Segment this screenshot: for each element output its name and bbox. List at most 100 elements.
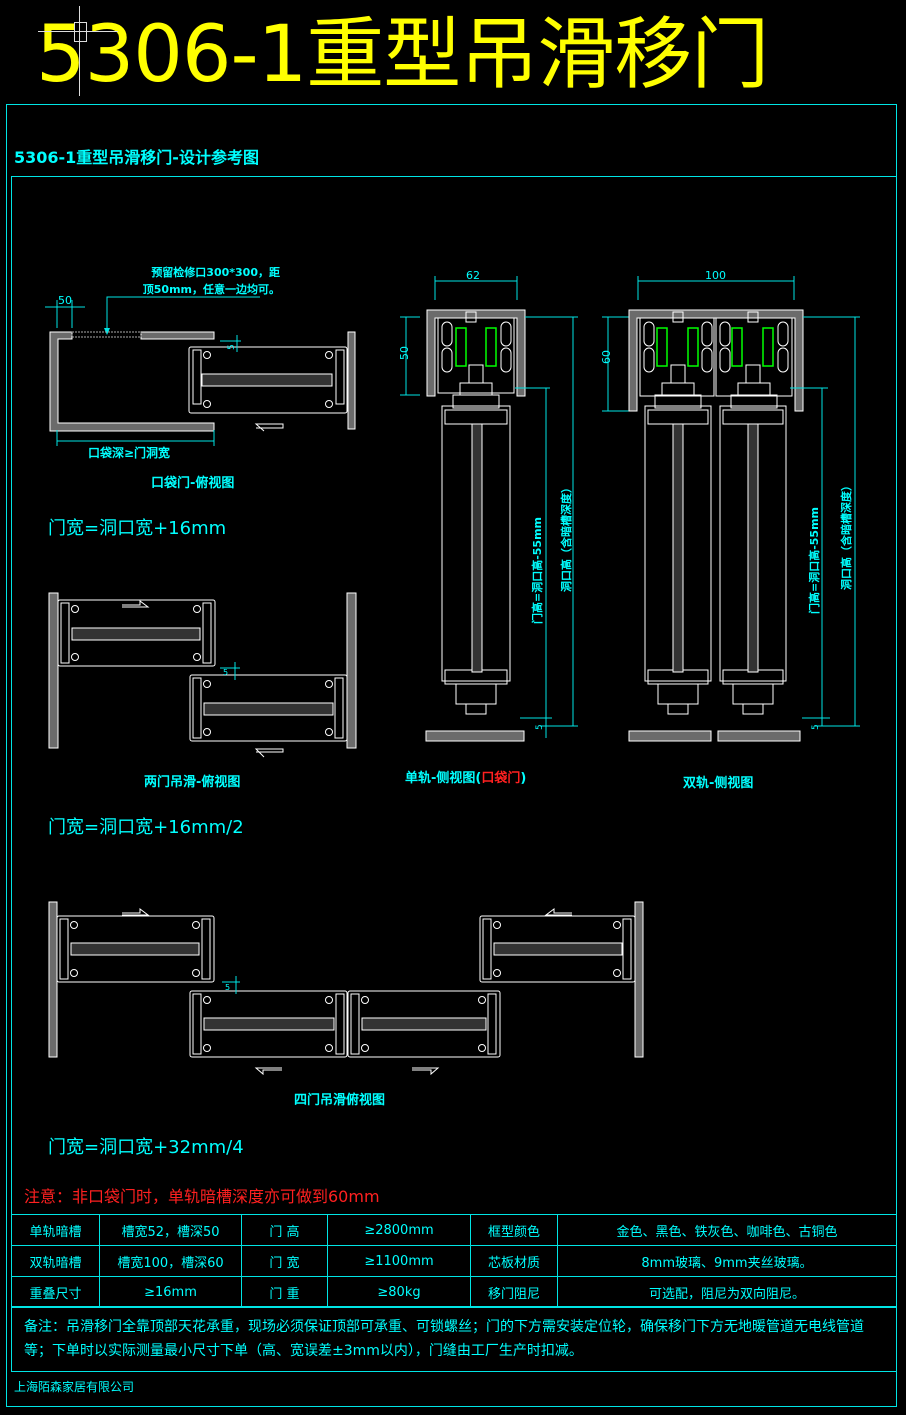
door-leaf-side [441,405,511,715]
track-channel [628,309,804,412]
dim-door-height [515,387,550,738]
dim-100-label: 100 [705,269,726,282]
cell-label: 框型颜色 [470,1214,558,1246]
door-leaf-2 [719,405,787,715]
wall-jamb [347,331,356,430]
roller-wheels [455,327,497,367]
table-row: 单轨暗槽 槽宽52，槽深50 门 高 ≥2800mm 框型颜色 金色、黑色、铁灰… [11,1214,897,1246]
wall-right [634,901,644,1058]
inspection-opening [71,331,142,338]
door-panel-1 [56,915,215,983]
pocket-view-caption: 口袋门-俯视图 [151,476,235,491]
dim-62 [434,276,518,300]
table-row: 重叠尺寸 ≥16mm 门 重 ≥80kg 移门阻尼 可选配，阻尼为双向阻尼。 [11,1276,897,1308]
dim-gap-label: 5 [227,344,237,350]
dim-opening-height [803,316,860,727]
dim-50 [400,316,420,396]
four-door-caption: 四门吊滑俯视图 [294,1093,386,1108]
main-title: 5306-1重型吊滑移门 [36,10,769,100]
formula-two-door: 门宽=洞口宽+16mm/2 [48,817,244,838]
dim-gap [220,335,241,352]
door-panel-4 [479,915,636,983]
cell-label: 双轨暗槽 [11,1245,100,1277]
four-door-top-view: 5 [48,901,644,1076]
crosshair-cursor-h [38,31,118,32]
floor-guide [425,730,525,742]
cell-label: 门 高 [241,1214,328,1246]
cell-value: 金色、黑色、铁灰色、咖啡色、古铜色 [557,1214,897,1246]
dim-gap [222,976,240,994]
dim-gap-label: 5 [223,668,228,677]
formula-four-door: 门宽=洞口宽+32mm/4 [48,1137,244,1158]
cell-label: 重叠尺寸 [11,1276,100,1308]
note-leader [106,296,260,333]
cell-label: 单轨暗槽 [11,1214,100,1246]
arrow-right-icon [122,908,150,916]
single-rail-caption: 单轨-侧视图(口袋门) [405,767,526,786]
cell-value: 可选配，阻尼为双向阻尼。 [557,1276,897,1308]
note-line-1: 预留检修口300*300，距 [151,266,280,279]
dim-depth-label: 口袋深≥门洞宽 [88,446,171,460]
hanger-profile [437,311,515,409]
two-door-top-view: 5 [48,592,357,758]
door-panel-upper [57,599,216,667]
double-rail-side-view: 100 60 5 [600,269,860,742]
arrow-left-icon [254,748,284,758]
door-panel-3 [347,990,501,1058]
cell-value: ≥80kg [327,1276,471,1308]
dim-opening-height [525,316,578,727]
drawing-subtitle: 5306-1重型吊滑移门-设计参考图 [14,148,259,167]
dim-5-label: 5 [535,724,545,730]
dim-depth [56,430,215,446]
dim-opening-height-label: 洞口高（含暗槽深度） [560,482,573,592]
arrow-left-icon [544,908,572,916]
wall-right [346,592,357,749]
table-row: 双轨暗槽 槽宽100，槽深60 门 宽 ≥1100mm 芯板材质 8mm玻璃、9… [11,1245,897,1277]
pocket-door-top-view: 50 5 [45,294,356,446]
single-rail-side-view: 62 50 5 [398,269,578,742]
wall-left [48,592,59,749]
cell-value: 8mm玻璃、9mm夹丝玻璃。 [557,1245,897,1277]
spec-table: 单轨暗槽 槽宽52，槽深50 门 高 ≥2800mm 框型颜色 金色、黑色、铁灰… [11,1214,897,1308]
warning-note: 注意：非口袋门时，单轨暗槽深度亦可做到60mm [24,1187,380,1206]
dim-5-label: 5 [811,724,821,730]
cell-value: 槽宽52，槽深50 [99,1214,242,1246]
arrow-left-icon [254,1067,282,1076]
formula-pocket: 门宽=洞口宽+16mm [48,518,227,539]
arrow-right-icon [412,1067,440,1076]
dim-60-label: 60 [600,350,613,364]
arrow-left-icon [254,423,284,432]
dim-62-label: 62 [466,269,480,282]
track-channel [426,309,526,397]
cell-label: 门 宽 [241,1245,328,1277]
dim-door-height-label: 门高=洞口高-55mm [531,516,544,624]
door-panel-2 [189,990,348,1058]
door-panel-lower [189,674,348,742]
cell-value: ≥1100mm [327,1245,471,1277]
roller-wheels [656,327,774,367]
dim-60 [602,316,632,412]
arrow-right-icon [122,600,150,608]
cell-value: ≥16mm [99,1276,242,1308]
cell-value: 槽宽100，槽深60 [99,1245,242,1277]
dim-50-label: 50 [398,346,411,360]
company-name: 上海陌森家居有限公司 [14,1380,135,1394]
door-leaf-1 [644,405,712,715]
dim-door-height [790,387,828,726]
crosshair-cursor-v [79,6,80,96]
door-panel [188,346,348,414]
hanger-profile-1 [639,311,715,409]
dim-50-label: 50 [58,294,72,307]
caption-end: ) [520,771,527,786]
dim-door-height-label: 门高=洞口高-55mm [808,506,821,614]
cell-value: ≥2800mm [327,1214,471,1246]
wall-left [48,901,58,1058]
dim-gap-label: 5 [225,983,230,992]
inspection-note: 预留检修口300*300，距 顶50mm，任意一边均可。 [40,264,288,298]
two-door-caption: 两门吊滑-俯视图 [144,775,241,790]
caption-main: 单轨-侧视图( [405,771,482,786]
cell-label: 移门阻尼 [470,1276,558,1308]
dim-gap [220,662,240,680]
hanger-profile-2 [715,311,793,409]
floor-guide-2 [717,730,801,742]
